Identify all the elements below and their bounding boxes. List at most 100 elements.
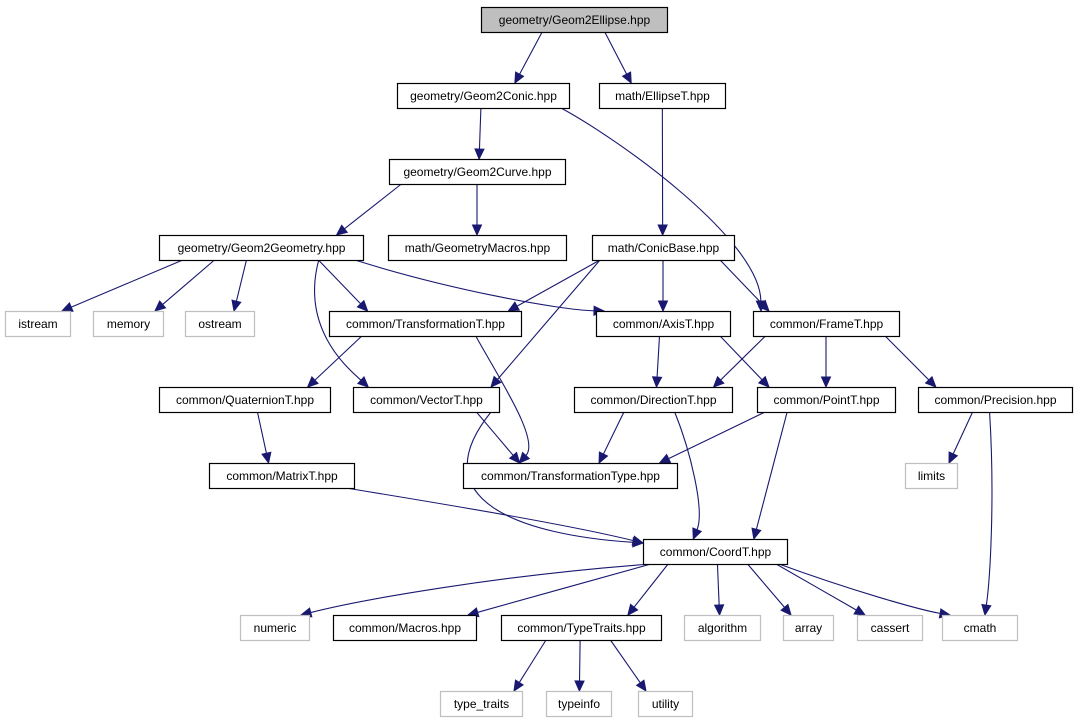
arrowhead-icon	[518, 451, 531, 464]
edge-common-pointt-hpp-to-common-transformationtype-hpp	[658, 411, 766, 464]
node-math-ellipset-hpp[interactable]: math/EllipseT.hpp	[598, 82, 727, 110]
node-geometry-geom2curve-hpp[interactable]: geometry/Geom2Curve.hpp	[388, 158, 567, 186]
edge-geometry-geom2geometry-hpp-to-common-transformationt-hpp	[318, 259, 369, 312]
node-label: common/CoordT.hpp	[660, 545, 772, 559]
edge-line	[318, 259, 362, 305]
node-box	[396, 82, 571, 110]
node-common-axist-hpp[interactable]: common/AxisT.hpp	[595, 310, 732, 338]
node-box	[856, 614, 924, 642]
node-label: common/DirectionT.hpp	[590, 393, 716, 407]
node-box	[158, 386, 332, 414]
arrowhead-icon	[60, 302, 74, 312]
edge-line	[747, 563, 786, 609]
edge-line	[345, 487, 634, 542]
edge-common-axist-hpp-to-common-pointt-hpp	[719, 335, 770, 388]
edge-common-typetraits-hpp-to-utility	[609, 639, 647, 692]
edge-line	[475, 335, 530, 456]
edge-line	[656, 335, 661, 379]
node-label: typeinfo	[558, 697, 600, 711]
node-box	[184, 310, 256, 338]
node-algorithm: algorithm	[683, 614, 762, 642]
edge-common-framet-hpp-to-common-directiont-hpp	[712, 335, 766, 388]
node-label: common/PointT.hpp	[773, 393, 879, 407]
node-label: math/EllipseT.hpp	[615, 89, 710, 103]
node-box	[595, 310, 732, 338]
edge-geometry-geom2ellipse-hpp-to-math-ellipset-hpp	[604, 31, 632, 85]
node-limits: limits	[904, 462, 959, 490]
node-utility: utility	[637, 690, 694, 718]
edge-common-transformationt-hpp-to-common-transformationtype-hpp	[475, 335, 531, 464]
node-label: utility	[652, 697, 679, 711]
arrowhead-icon	[820, 376, 832, 389]
edge-common-quaterniont-hpp-to-common-matrixt-hpp	[256, 411, 272, 465]
arrowhead-icon	[635, 679, 647, 692]
edge-line	[70, 259, 183, 308]
arrowhead-icon	[471, 224, 483, 237]
node-common-transformationtype-hpp[interactable]: common/TransformationType.hpp	[462, 462, 679, 490]
edge-line	[775, 563, 857, 611]
edge-math-conicbase-hpp-to-common-framet-hpp	[719, 259, 770, 312]
node-box	[591, 234, 736, 262]
edge-math-conicbase-hpp-to-common-axist-hpp	[657, 260, 669, 313]
node-cassert: cassert	[856, 614, 924, 642]
node-common-precision-hpp[interactable]: common/Precision.hpp	[917, 386, 1074, 414]
node-type-traits: type_traits	[439, 690, 524, 718]
edge-common-matrixt-hpp-to-common-coordt-hpp	[345, 487, 645, 546]
node-label: common/FrameT.hpp	[770, 317, 884, 331]
edge-line	[256, 411, 268, 455]
node-common-framet-hpp[interactable]: common/FrameT.hpp	[752, 310, 901, 338]
edge-line	[604, 31, 628, 76]
node-common-pointt-hpp[interactable]: common/PointT.hpp	[756, 386, 897, 414]
node-label: geometry/Geom2Curve.hpp	[403, 165, 551, 179]
edge-line	[354, 259, 595, 312]
arrowhead-icon	[574, 680, 585, 693]
node-box	[352, 386, 501, 414]
node-common-quaterniont-hpp[interactable]: common/QuaternionT.hpp	[158, 386, 332, 414]
edge-common-axist-hpp-to-common-directiont-hpp	[651, 335, 663, 389]
edge-common-typetraits-hpp-to-type-traits	[513, 639, 547, 693]
node-box	[756, 386, 897, 414]
node-common-matrixt-hpp[interactable]: common/MatrixT.hpp	[208, 462, 356, 490]
arrowhead-icon	[657, 224, 668, 237]
node-label: math/ConicBase.hpp	[608, 241, 720, 255]
edge-common-coordt-hpp-to-cassert	[775, 563, 867, 616]
arrowhead-icon	[757, 299, 770, 312]
arrowhead-icon	[513, 679, 525, 693]
node-box	[598, 82, 727, 110]
node-common-coordt-hpp[interactable]: common/CoordT.hpp	[642, 538, 789, 566]
edge-line	[719, 259, 763, 305]
edge-line	[516, 259, 601, 307]
arrowhead-icon	[853, 605, 867, 616]
node-cmath: cmath	[941, 614, 1019, 642]
arrowhead-icon	[948, 451, 959, 465]
node-box	[500, 614, 663, 642]
node-geometry-geom2ellipse-hpp[interactable]: geometry/Geom2Ellipse.hpp	[480, 6, 669, 34]
edge-geometry-geom2curve-hpp-to-geometry-geom2geometry-hpp	[335, 183, 402, 236]
node-label: limits	[918, 469, 945, 483]
node-common-vectort-hpp[interactable]: common/VectorT.hpp	[352, 386, 501, 414]
node-common-transformationt-hpp[interactable]: common/TransformationT.hpp	[328, 310, 523, 338]
node-box	[208, 462, 356, 490]
edge-common-framet-hpp-to-common-pointt-hpp	[820, 335, 832, 389]
node-box	[782, 614, 835, 642]
node-common-typetraits-hpp[interactable]: common/TypeTraits.hpp	[500, 614, 663, 642]
node-math-geometrymacros-hpp[interactable]: math/GeometryMacros.hpp	[387, 234, 568, 262]
node-geometry-geom2geometry-hpp[interactable]: geometry/Geom2Geometry.hpp	[158, 234, 365, 262]
arrowhead-icon	[231, 299, 242, 313]
edge-line	[475, 411, 515, 457]
edge-line	[609, 639, 642, 685]
arrowhead-icon	[751, 527, 762, 541]
node-label: common/Macros.hpp	[349, 621, 461, 635]
edge-common-transformationt-hpp-to-common-quaterniont-hpp	[306, 335, 363, 388]
node-memory: memory	[92, 310, 165, 338]
node-common-directiont-hpp[interactable]: common/DirectionT.hpp	[573, 386, 734, 414]
node-label: ostream	[198, 317, 241, 331]
node-geometry-geom2conic-hpp[interactable]: geometry/Geom2Conic.hpp	[396, 82, 571, 110]
edge-geometry-geom2geometry-hpp-to-istream	[60, 259, 183, 312]
edge-common-precision-hpp-to-cmath	[981, 411, 993, 617]
node-math-conicbase-hpp[interactable]: math/ConicBase.hpp	[591, 234, 736, 262]
node-typeinfo: typeinfo	[545, 690, 613, 718]
edge-common-framet-hpp-to-common-precision-hpp	[884, 335, 937, 388]
nodes-layer: geometry/Geom2Ellipse.hpp geometry/Geom2C…	[4, 6, 1074, 718]
node-common-macros-hpp[interactable]: common/Macros.hpp	[332, 614, 478, 642]
